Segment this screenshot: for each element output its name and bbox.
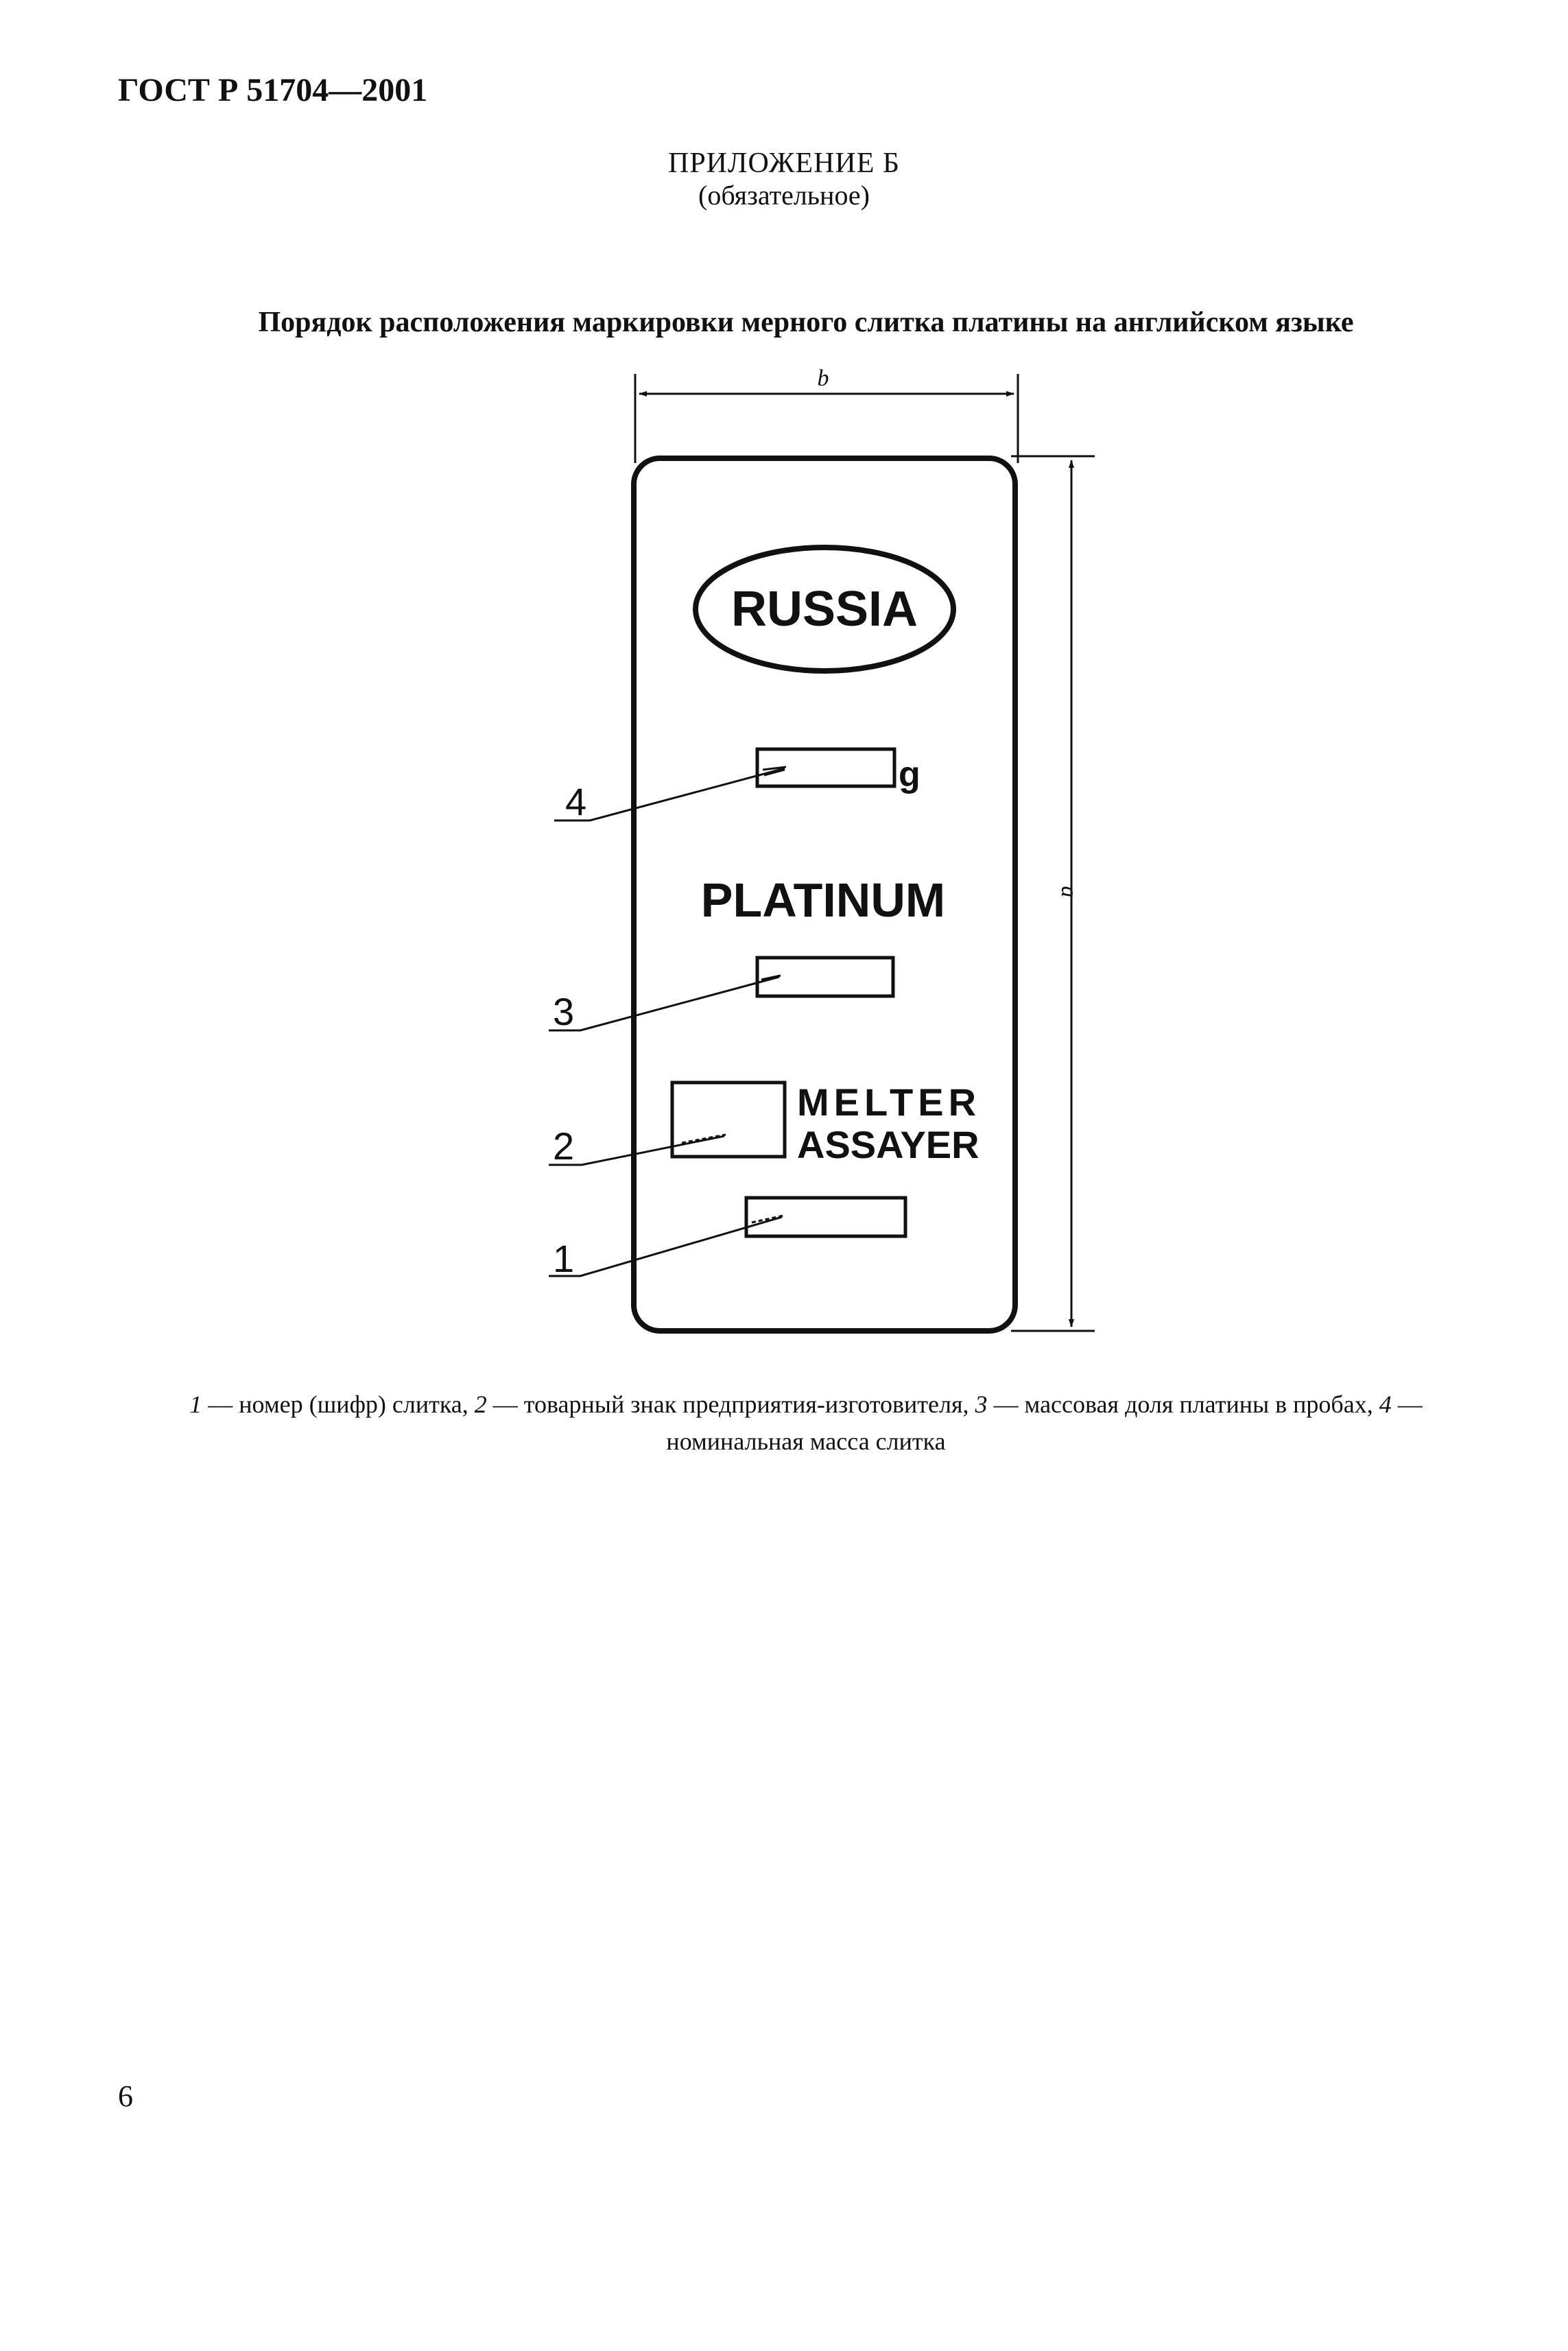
figure-title: Порядок расположения маркировки мерного … (258, 307, 1354, 338)
country-stamp: RUSSIA (693, 545, 956, 674)
stamp-oval (693, 545, 956, 674)
figure-caption: 1 — номер (шифр) слитка, 2 — товарный зн… (123, 1386, 1488, 1460)
mass-unit: g (899, 755, 920, 794)
fineness-field (755, 956, 895, 998)
caption-text-2: — товарный знак предприятия-изготовителя… (486, 1391, 975, 1418)
assayer-label: ASSAYER (797, 1123, 979, 1166)
stamp-country: RUSSIA (731, 582, 918, 637)
dimension-height-label: a (1056, 886, 1082, 898)
ingot-number-field (744, 1196, 907, 1238)
caption-num-3: 3 (975, 1391, 988, 1418)
height-dimension: a (1011, 455, 1095, 1332)
appendix-title: ПРИЛОЖЕНИЕ Б (667, 147, 900, 179)
appendix-note: (обязательное) (698, 180, 870, 211)
callout-3: 3 (549, 974, 781, 1033)
width-dimension: b (634, 366, 1019, 463)
callout-3-number: 3 (553, 990, 574, 1033)
callout-4-number: 4 (565, 780, 586, 823)
document-code: ГОСТ Р 51704—2001 (118, 72, 428, 108)
melter-label: MELTER (797, 1080, 981, 1124)
page-number: 6 (118, 2079, 133, 2113)
mass-field (755, 747, 896, 788)
ingot-outline (631, 456, 1018, 1334)
callout-4: 4 (554, 766, 787, 823)
callout-2-number: 2 (553, 1124, 574, 1168)
dimension-width-label: b (818, 366, 829, 391)
caption-text-3: — массовая доля платины в пробах, (987, 1391, 1379, 1418)
caption-text-1: — номер (шифр) слитка, (202, 1391, 475, 1418)
callout-1: 1 (549, 1214, 784, 1280)
caption-num-4: 4 (1379, 1391, 1392, 1418)
appendix-heading: ПРИЛОЖЕНИЕ Б (обязательное) (0, 147, 1568, 211)
caption-text-4: — номинальная масса слитка (666, 1391, 1423, 1455)
caption-num-2: 2 (474, 1391, 487, 1418)
caption-num-1: 1 (189, 1391, 202, 1418)
callout-1-number: 1 (553, 1237, 574, 1280)
callout-2: 2 (549, 1124, 726, 1168)
metal-name: PLATINUM (701, 873, 945, 927)
trademark-field (670, 1080, 787, 1159)
